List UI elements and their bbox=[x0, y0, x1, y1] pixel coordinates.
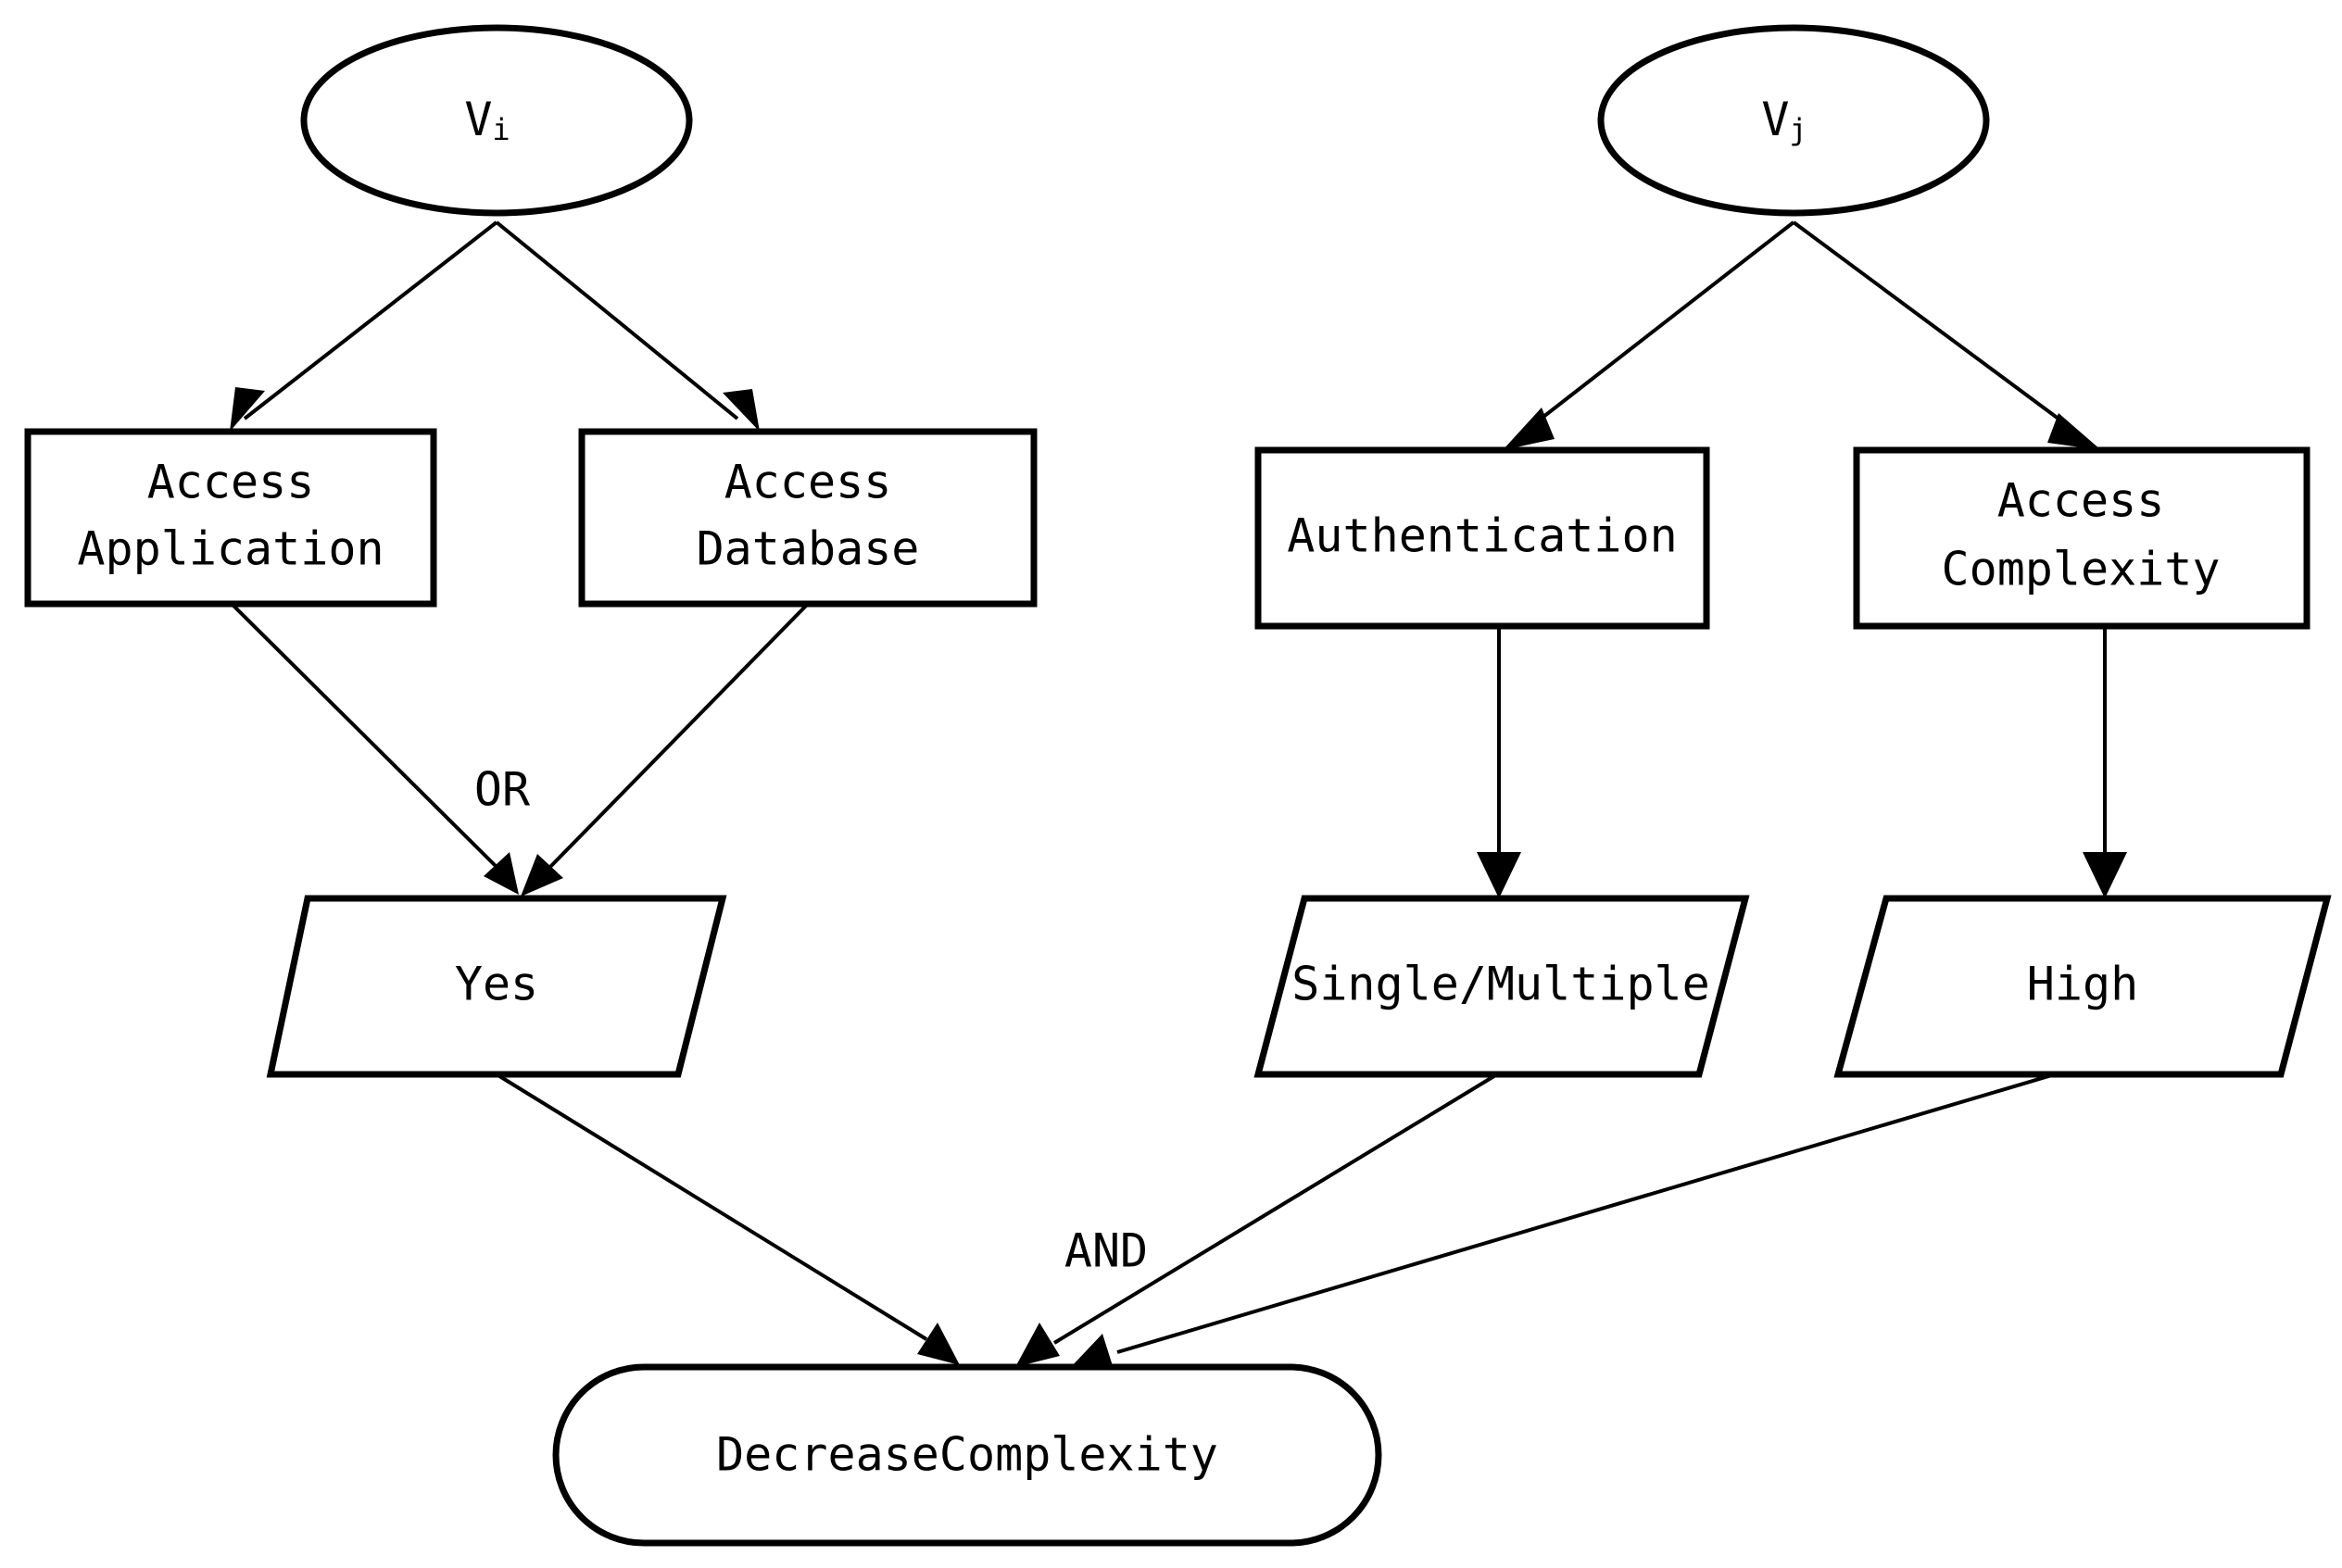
node-vi: Vi bbox=[300, 24, 693, 217]
edge-access-application-to-yes bbox=[230, 602, 502, 872]
edge-single-multiple-to-decrease-complexity bbox=[1052, 1073, 1499, 1345]
edge-vi-to-access-application bbox=[243, 220, 498, 420]
arrowhead-decrease-right bbox=[1071, 1334, 1114, 1369]
vi-label: Vi bbox=[464, 93, 510, 148]
or-label: OR bbox=[474, 763, 531, 817]
parallelogram-single-multiple bbox=[1253, 895, 1750, 1078]
arrowhead-high bbox=[2083, 852, 2127, 898]
single-multiple-label: Single/Multiple bbox=[1291, 958, 1710, 1011]
node-vj: Vj bbox=[1597, 24, 1990, 217]
edge-vi-to-access-database bbox=[495, 220, 739, 420]
arrowhead-authentication bbox=[1503, 408, 1555, 450]
edge-yes-to-decrease-complexity bbox=[495, 1073, 928, 1341]
access-complexity-line2: Complexity bbox=[1941, 543, 2220, 596]
edges bbox=[230, 220, 2127, 1369]
edge-access-database-to-yes bbox=[545, 602, 810, 872]
ellipse-vj bbox=[1597, 24, 1990, 217]
node-single-multiple: Single/Multiple bbox=[1253, 895, 1750, 1078]
node-high: High bbox=[1833, 895, 2332, 1078]
ellipse-vi bbox=[300, 24, 693, 217]
high-label: High bbox=[2027, 958, 2138, 1011]
edge-vj-to-authentication bbox=[1525, 220, 1795, 432]
node-authentication: Authentication bbox=[1254, 446, 1710, 630]
node-access-application: Access Application bbox=[24, 428, 437, 608]
decrease-complexity-label: DecreaseComplexity bbox=[716, 1428, 1218, 1482]
terminator-decrease-complexity bbox=[552, 1363, 1382, 1547]
vj-label: Vj bbox=[1761, 93, 1807, 148]
parallelogram-high bbox=[1833, 895, 2332, 1078]
node-access-database: Access Database bbox=[578, 428, 1038, 608]
access-application-line1: Access bbox=[147, 456, 315, 509]
arrowhead-single-multiple bbox=[1477, 852, 1521, 898]
access-application-line2: Application bbox=[77, 522, 384, 576]
box-access-database bbox=[578, 428, 1038, 608]
arrowhead-decrease-middle bbox=[1015, 1323, 1060, 1367]
access-complexity-line1: Access bbox=[1997, 474, 2165, 528]
arrowhead-decrease-left bbox=[917, 1323, 960, 1365]
access-database-line1: Access bbox=[724, 456, 892, 509]
and-label: AND bbox=[1064, 1224, 1148, 1278]
edge-high-to-decrease-complexity bbox=[1116, 1073, 2056, 1354]
arrowhead-access-application bbox=[230, 387, 265, 432]
edge-vj-to-access-complexity bbox=[1792, 220, 2075, 432]
authentication-line1: Authentication bbox=[1287, 509, 1677, 563]
parallelogram-yes bbox=[266, 895, 727, 1078]
node-decrease-complexity: DecreaseComplexity bbox=[552, 1363, 1382, 1547]
box-access-application bbox=[24, 428, 437, 608]
box-access-complexity bbox=[1853, 446, 2311, 630]
arrowhead-yes-left bbox=[484, 852, 519, 895]
yes-label: Yes bbox=[455, 958, 538, 1011]
arrowhead-yes-right bbox=[521, 854, 563, 897]
node-yes: Yes bbox=[266, 895, 727, 1078]
access-database-line2: Database bbox=[697, 522, 920, 576]
box-authentication bbox=[1254, 446, 1710, 630]
arrowhead-access-complexity bbox=[2047, 413, 2101, 450]
arrowhead-access-database bbox=[723, 389, 760, 432]
node-access-complexity: Access Complexity bbox=[1853, 446, 2311, 630]
